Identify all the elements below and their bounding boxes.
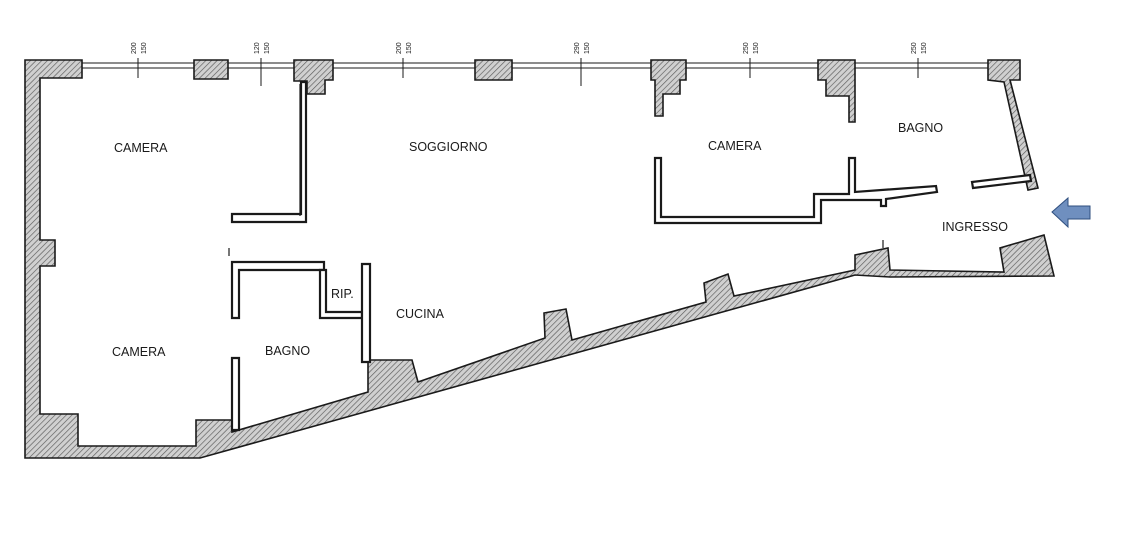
- window-4-height: 150: [584, 42, 591, 54]
- room-label-camera-2: CAMERA: [708, 139, 762, 153]
- pier-2: [293, 59, 334, 95]
- window-2-height: 150: [264, 42, 271, 54]
- window-5-height: 150: [753, 42, 760, 54]
- window-1-width: 200: [131, 42, 138, 54]
- entrance-arrow-icon: [1051, 196, 1091, 229]
- room-label-bagno-2: BAGNO: [265, 344, 310, 358]
- exterior-walls: [24, 59, 1056, 459]
- pier-1: [193, 59, 229, 80]
- pier-5: [817, 59, 856, 123]
- room-label-rip: RIP.: [331, 287, 354, 301]
- pier-4: [650, 59, 687, 117]
- room-label-ingresso: INGRESSO: [942, 220, 1008, 234]
- room-label-cucina: CUCINA: [396, 307, 445, 321]
- window-labels: 200 150 120 150 200 150 290 150 250 150 …: [131, 42, 928, 54]
- pier-3: [474, 59, 513, 81]
- room-label-soggiorno: SOGGIORNO: [409, 140, 488, 154]
- window-markers: [137, 58, 919, 86]
- room-labels: CAMERA SOGGIORNO CAMERA BAGNO INGRESSO R…: [112, 121, 1008, 359]
- window-6-width: 250: [911, 42, 918, 54]
- room-label-camera-1: CAMERA: [114, 141, 168, 155]
- window-3-height: 150: [406, 42, 413, 54]
- window-6-height: 150: [921, 42, 928, 54]
- pier-6: [987, 59, 1039, 191]
- window-4-width: 290: [574, 42, 581, 54]
- window-5-width: 250: [743, 42, 750, 54]
- room-label-camera-3: CAMERA: [112, 345, 166, 359]
- window-1-height: 150: [141, 42, 148, 54]
- interior-walls: [230, 80, 1033, 432]
- room-label-bagno-1: BAGNO: [898, 121, 943, 135]
- wall-details: [228, 84, 884, 256]
- window-2-width: 120: [254, 42, 261, 54]
- window-3-width: 200: [396, 42, 403, 54]
